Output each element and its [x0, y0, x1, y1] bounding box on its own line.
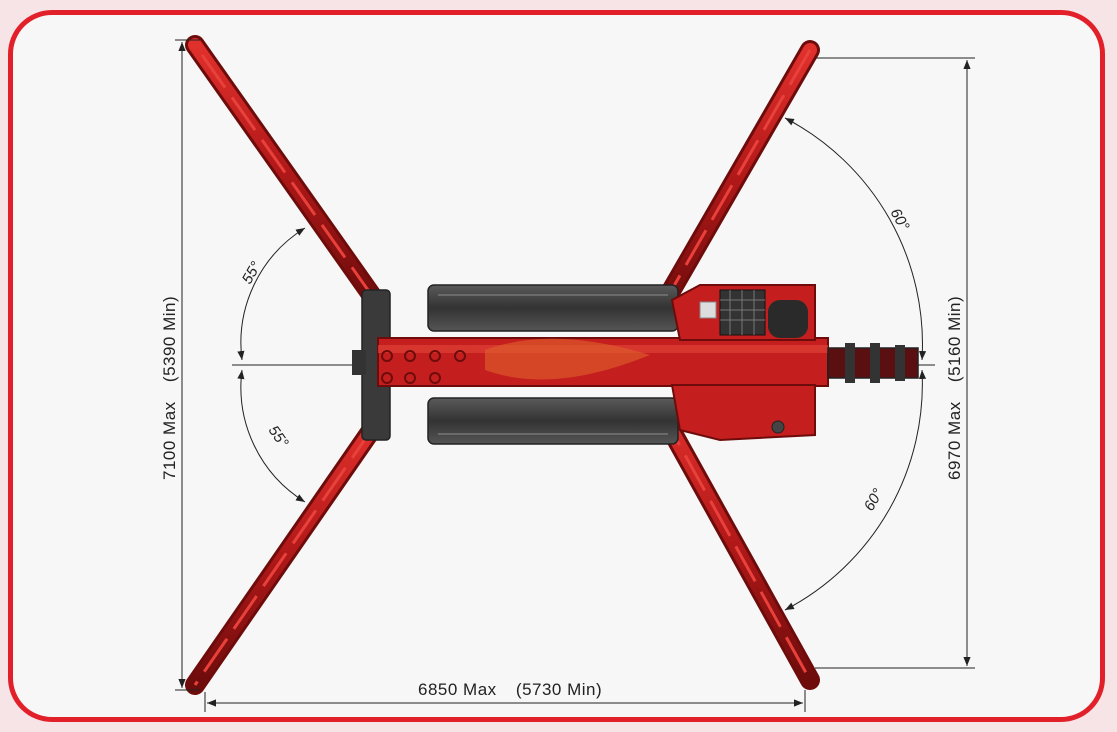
- angle-label-left-upper: 55°: [239, 259, 265, 287]
- outrigger-leg-top-left: [185, 35, 385, 310]
- angle-label-right-upper: 60°: [887, 206, 913, 234]
- outrigger-leg-top-right: [650, 40, 820, 320]
- angle-arc-right-upper: [784, 117, 927, 361]
- operator-seat: [768, 300, 808, 338]
- outrigger-leg-bottom-right: [650, 400, 820, 690]
- crawler-track-bottom: [427, 397, 679, 445]
- bottom-width-label: 6850 Max (5730 Min): [418, 680, 602, 699]
- dimension-bottom-width: [204, 690, 806, 712]
- angle-arc-left-lower: [237, 369, 306, 503]
- angle-label-right-lower: 60°: [861, 486, 887, 514]
- angle-arc-right-lower: [784, 369, 927, 611]
- dimension-left-height: [175, 39, 200, 691]
- left-height-label: 7100 Max (5390 Min): [160, 296, 179, 480]
- dimension-right-height: [815, 57, 975, 669]
- right-height-label: 6970 Max (5160 Min): [945, 296, 964, 480]
- outrigger-leg-bottom-left: [185, 415, 385, 695]
- crawler-track-top: [427, 284, 679, 332]
- boom-tip: [827, 343, 919, 383]
- angle-arc-left-upper: [237, 227, 306, 361]
- angle-label-left-lower: 55°: [265, 423, 292, 451]
